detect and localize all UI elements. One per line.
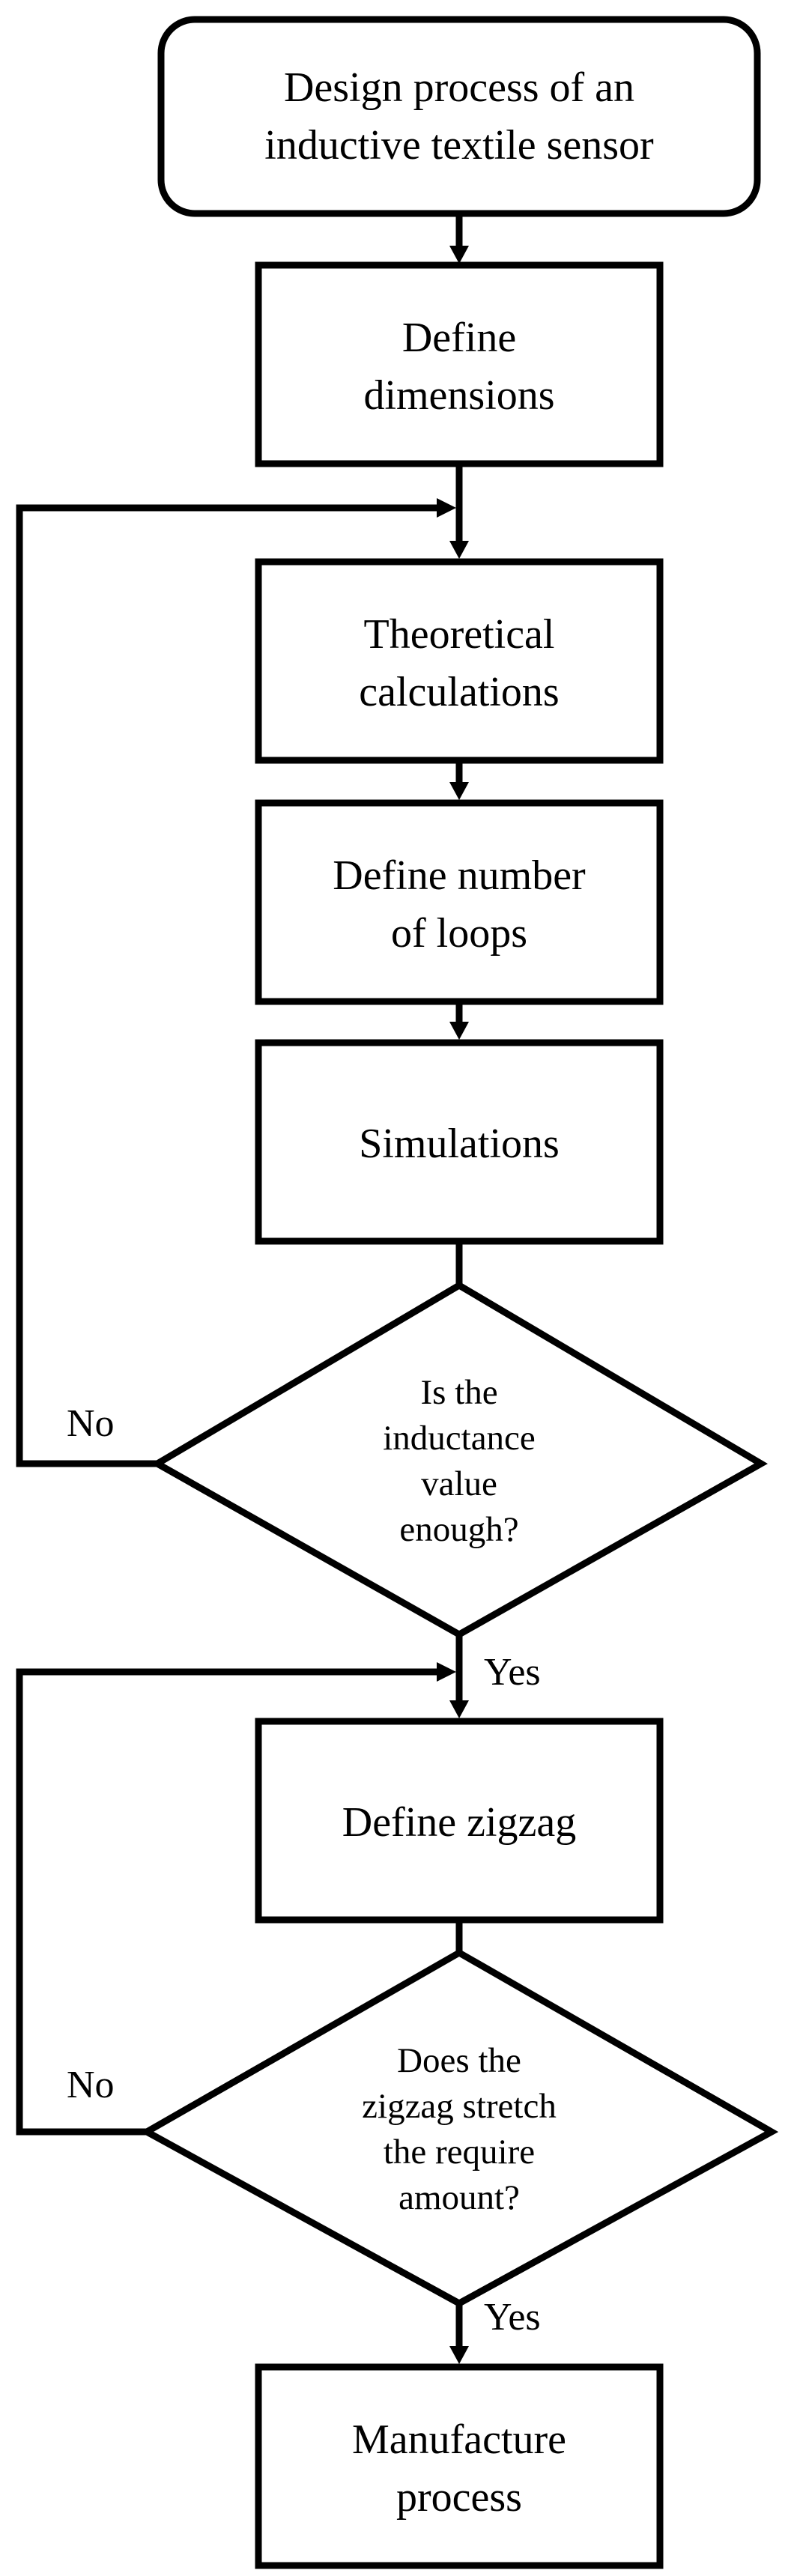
connector-start-to-dimensions	[449, 216, 469, 264]
inductance-decision-line1: Is the	[420, 1373, 497, 1412]
define-loops-box: Define number of loops	[255, 799, 664, 1005]
zigzag-decision-line3: the require	[384, 2133, 535, 2172]
inductance-decision-diamond: Is the inductance value enough?	[151, 1281, 768, 1639]
define-dimensions-line2: dimensions	[363, 372, 554, 419]
zigzag-decision-line4: amount?	[398, 2178, 520, 2217]
start-terminal: Design process of an inductive textile s…	[157, 16, 761, 217]
start-terminal-line1: Design process of an	[284, 64, 634, 111]
inductance-decision-line4: enough?	[399, 1510, 518, 1549]
inductance-decision-line3: value	[421, 1464, 497, 1503]
inductance-yes-label: Yes	[484, 1651, 541, 1694]
define-dimensions-line1: Define	[402, 315, 516, 361]
zigzag-decision-diamond: Does the zigzag stretch the require amou…	[139, 1948, 779, 2308]
simulations-box: Simulations	[255, 1039, 664, 1245]
feedback-loop-zigzag-no	[16, 1662, 456, 2136]
define-zigzag-box: Define zigzag	[255, 1718, 664, 1924]
inductance-decision-line2: inductance	[383, 1419, 536, 1458]
inductance-no-label: No	[67, 1402, 115, 1445]
define-loops-line1: Define number	[333, 852, 586, 899]
theoretical-calculations-line1: Theoretical	[364, 611, 555, 658]
zigzag-decision-line2: zigzag stretch	[362, 2087, 557, 2126]
connector-theoretical-to-loops	[449, 763, 469, 800]
connector-zigzag-yes-to-manufacture	[449, 2303, 469, 2364]
zigzag-decision-line1: Does the	[397, 2041, 521, 2080]
define-dimensions-box: Define dimensions	[255, 261, 664, 467]
feedback-loop-inductance-no	[16, 498, 456, 1467]
define-loops-line2: of loops	[391, 910, 527, 957]
manufacture-line1: Manufacture	[352, 2416, 566, 2463]
simulations-line1: Simulations	[359, 1121, 560, 1167]
connector-loops-to-simulations	[449, 1004, 469, 1040]
zigzag-no-label: No	[67, 2064, 115, 2106]
connector-dimensions-to-theoretical	[449, 467, 469, 559]
manufacture-line2: process	[396, 2474, 522, 2521]
define-zigzag-line1: Define zigzag	[342, 1799, 576, 1846]
theoretical-calculations-line2: calculations	[359, 669, 559, 715]
connector-inductance-yes-to-zigzag	[449, 1634, 469, 1718]
manufacture-box: Manufacture process	[255, 2363, 664, 2569]
zigzag-yes-label: Yes	[484, 2296, 541, 2339]
start-terminal-line2: inductive textile sensor	[264, 122, 654, 169]
theoretical-calculations-box: Theoretical calculations	[255, 558, 664, 764]
